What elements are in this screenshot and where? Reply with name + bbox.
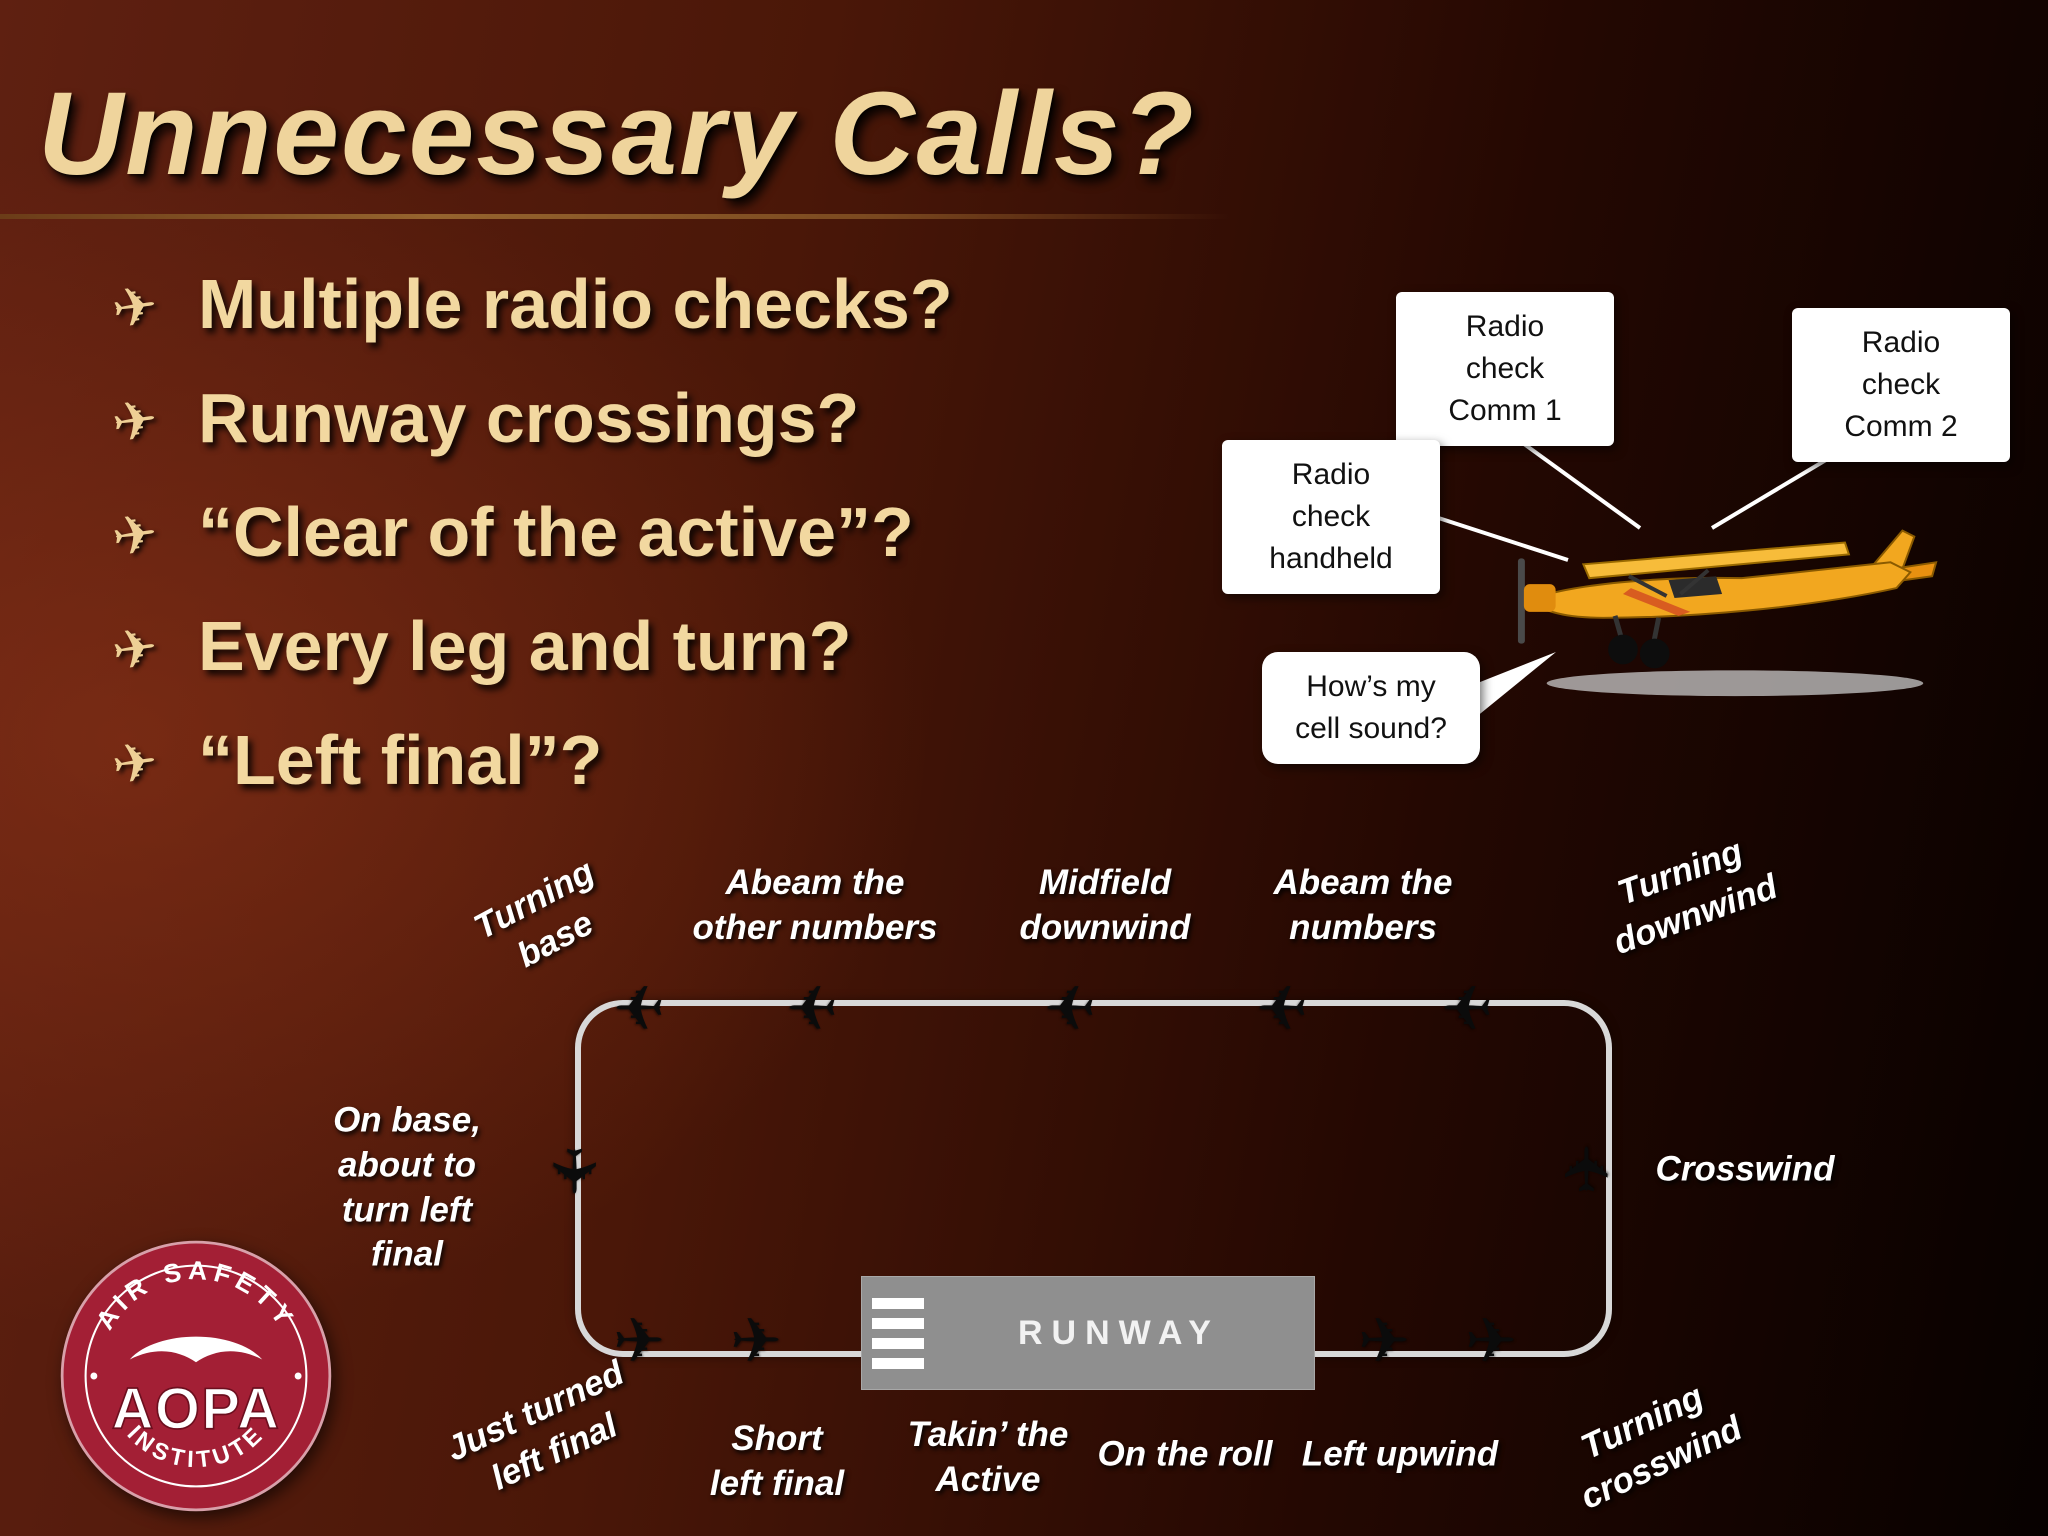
pattern-plane-icon: ✈: [730, 1304, 782, 1377]
airplane-bullet-icon: ✈: [108, 386, 162, 456]
yellow-airplane-illustration: [1517, 529, 1938, 697]
callout-radio-check-comm1: Radio check Comm 1: [1396, 292, 1614, 446]
bullet-row: ✈ “Left final”?: [108, 718, 953, 802]
airplane-bullet-icon: ✈: [108, 272, 162, 342]
pattern-plane-icon: ✈: [1550, 1143, 1624, 1195]
airplane-bullet-icon: ✈: [108, 614, 162, 684]
bullet-row: ✈ “Clear of the active”?: [108, 490, 953, 574]
pattern-plane-icon: ✈: [536, 1145, 610, 1197]
label-just-turned-left-final: Just turned left final: [440, 1352, 630, 1498]
label-on-the-roll: On the roll: [1097, 1434, 1273, 1474]
bullet-row: ✈ Multiple radio checks?: [108, 262, 953, 346]
bullet-row: ✈ Every leg and turn?: [108, 604, 953, 688]
bullet-text: “Clear of the active”?: [198, 493, 914, 571]
pattern-plane-icon: ✈: [786, 972, 838, 1045]
airplane-bullet-icon: ✈: [108, 500, 162, 570]
runway: RUNWAY: [861, 1276, 1315, 1390]
label-abeam-other-numbers: Abeam the other numbers: [692, 863, 938, 947]
aopa-air-safety-institute-logo: AIR SAFETY INSTITUTE AOPA: [60, 1240, 332, 1512]
runway-threshold-stripes: [872, 1297, 924, 1369]
label-turning-crosswind: Turning crosswind: [1574, 1376, 1748, 1517]
bullet-text: Every leg and turn?: [198, 607, 852, 685]
airplane-bullet-icon: ✈: [108, 728, 162, 798]
pattern-plane-icon: ✈: [1465, 1304, 1517, 1377]
label-takin-the-active: Takin’ the Active: [907, 1415, 1069, 1499]
pattern-plane-icon: ✈: [1358, 1304, 1410, 1377]
bullet-text: Multiple radio checks?: [198, 265, 953, 343]
label-abeam-numbers: Abeam the numbers: [1273, 863, 1453, 947]
callout-hows-my-cell: How’s my cell sound?: [1262, 652, 1480, 764]
callout-radio-check-comm2: Radio check Comm 2: [1792, 308, 2010, 462]
runway-label: RUNWAY: [1018, 1313, 1220, 1352]
bullet-row: ✈ Runway crossings?: [108, 376, 953, 460]
pattern-plane-icon: ✈: [613, 972, 665, 1045]
page-title: Unnecessary Calls?: [38, 68, 1196, 200]
bullet-text: Runway crossings?: [198, 379, 860, 457]
label-turning-base: Turning base: [467, 851, 601, 975]
logo-acronym: AOPA: [112, 1377, 281, 1441]
bullet-text: “Left final”?: [198, 721, 603, 799]
pattern-plane-icon: ✈: [1441, 972, 1493, 1045]
title-underline: [0, 214, 1230, 219]
label-crosswind: Crosswind: [1655, 1149, 1835, 1189]
label-left-upwind: Left upwind: [1301, 1434, 1499, 1474]
label-short-left-final: Short left final: [709, 1419, 845, 1503]
label-turning-downwind: Turning downwind: [1608, 831, 1783, 962]
label-midfield-downwind: Midfield downwind: [1019, 863, 1191, 947]
pattern-plane-icon: ✈: [1044, 972, 1096, 1045]
callout-radio-check-handheld: Radio check handheld: [1222, 440, 1440, 594]
label-on-base: On base, about to turn left final: [333, 1100, 481, 1274]
pattern-plane-icon: ✈: [613, 1304, 665, 1377]
pattern-plane-icon: ✈: [1256, 972, 1308, 1045]
bullet-list: ✈ Multiple radio checks? ✈ Runway crossi…: [108, 262, 953, 832]
